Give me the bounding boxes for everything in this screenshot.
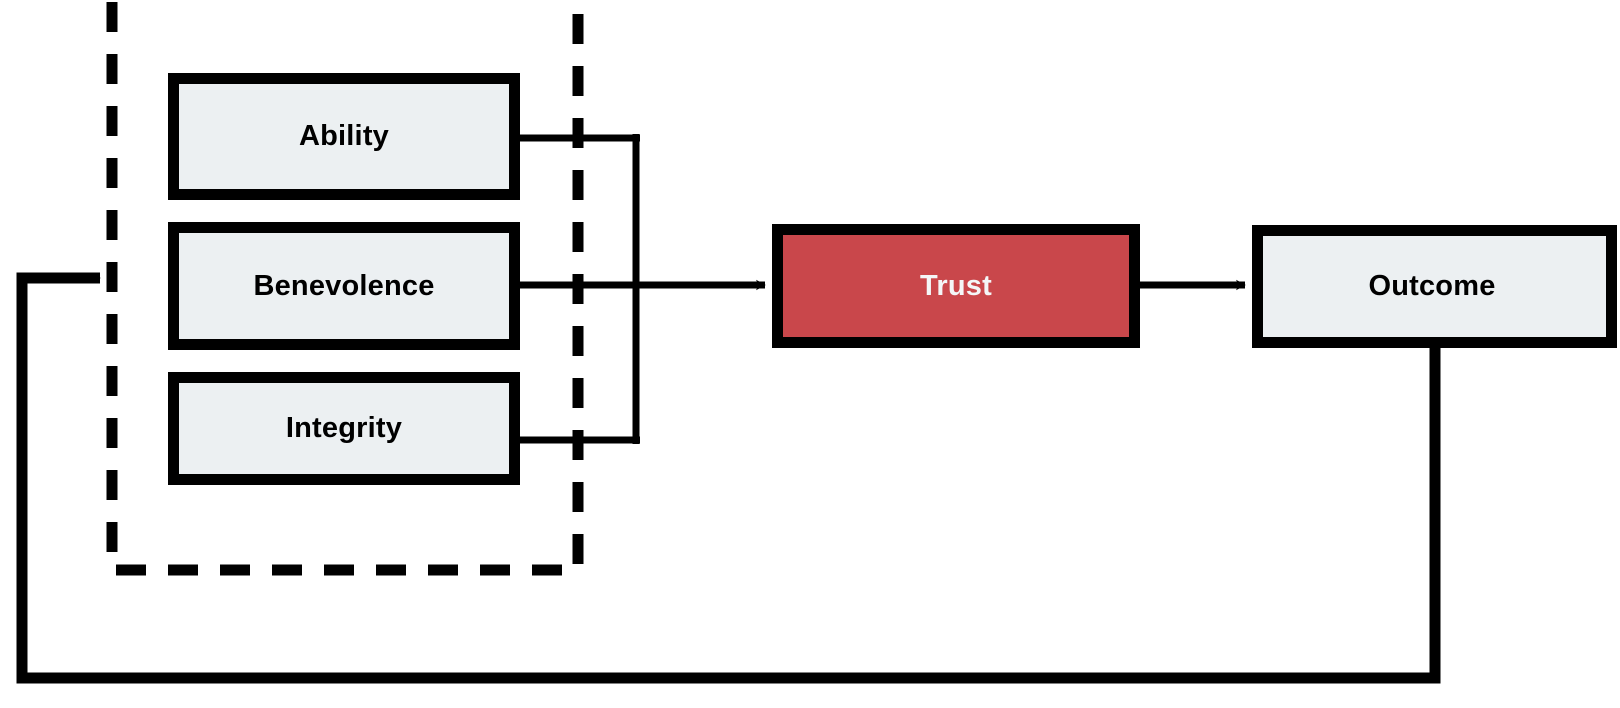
edge-outcome-to-group-feedback [16,272,1441,684]
node-outcome[interactable] [1252,225,1617,348]
node-integrity[interactable] [168,372,520,485]
node-benevolence[interactable] [168,222,520,350]
node-ability[interactable] [168,73,520,200]
trustworthiness-group-box [106,0,584,576]
node-trust[interactable] [772,224,1140,348]
edge-antecedents-merge-bus [520,134,640,444]
